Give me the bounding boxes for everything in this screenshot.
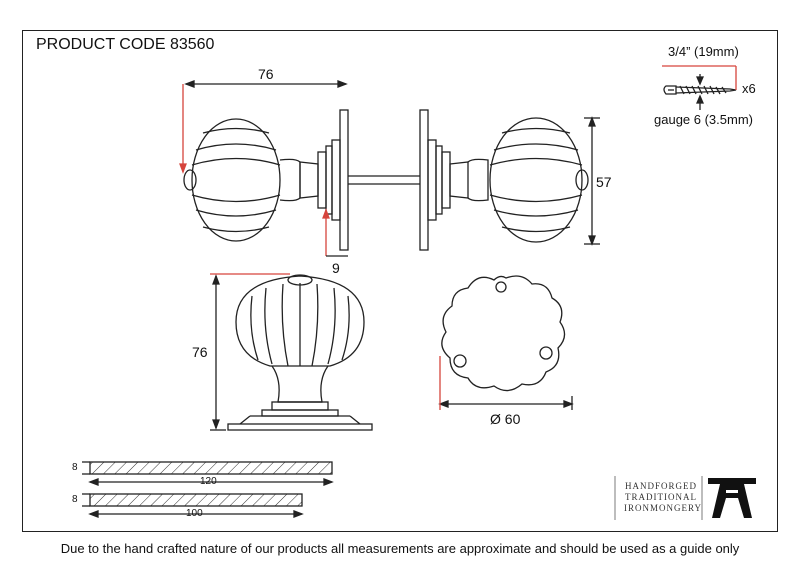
- dim-spindle-2-thickness: 8: [72, 494, 78, 505]
- dim-76-top: 76: [258, 66, 274, 82]
- dim-line-57: [584, 116, 600, 246]
- dim-spindle-1-thickness: 8: [72, 462, 78, 473]
- logo-line-2: TRADITIONAL: [625, 492, 697, 502]
- dim-line-76-side: [210, 273, 290, 431]
- logo-text: HANDFORGED TRADITIONAL IRONMONGERY: [624, 481, 703, 514]
- dim-57: 57: [596, 174, 612, 190]
- spindle-bar-100: [82, 493, 304, 518]
- dim-9: 9: [332, 260, 340, 276]
- front-view-knob: [227, 274, 373, 431]
- logo-line-3: IRONMONGERY: [624, 503, 703, 513]
- dim-spindle-1-length: 120: [200, 476, 217, 487]
- dim-diameter: Ø 60: [490, 411, 521, 427]
- logo-line-1: HANDFORGED: [624, 481, 697, 491]
- rose-plate: [441, 275, 566, 392]
- dim-line-diameter: [438, 356, 574, 410]
- screw-illustration: [662, 65, 737, 110]
- spindle-side: [348, 175, 420, 185]
- spindle-bar-120: [82, 461, 334, 486]
- side-view-left-knob: [183, 109, 349, 251]
- product-code: PRODUCT CODE 83560: [36, 36, 215, 53]
- screw-length: 3/4” (19mm): [668, 44, 739, 59]
- dim-line-9: [322, 208, 348, 257]
- logo-divider: [614, 476, 703, 520]
- footer-disclaimer: Due to the hand crafted nature of our pr…: [60, 541, 740, 556]
- dim-76-side: 76: [192, 344, 208, 360]
- screw-gauge: gauge 6 (3.5mm): [654, 112, 753, 127]
- screw-quantity: x6: [742, 81, 756, 96]
- dim-spindle-2-length: 100: [186, 508, 203, 519]
- dim-line-76-top: [179, 80, 348, 174]
- drawing-frame: [22, 30, 778, 532]
- anvil-logo-icon: [708, 478, 756, 518]
- side-view-right-knob: [419, 109, 589, 251]
